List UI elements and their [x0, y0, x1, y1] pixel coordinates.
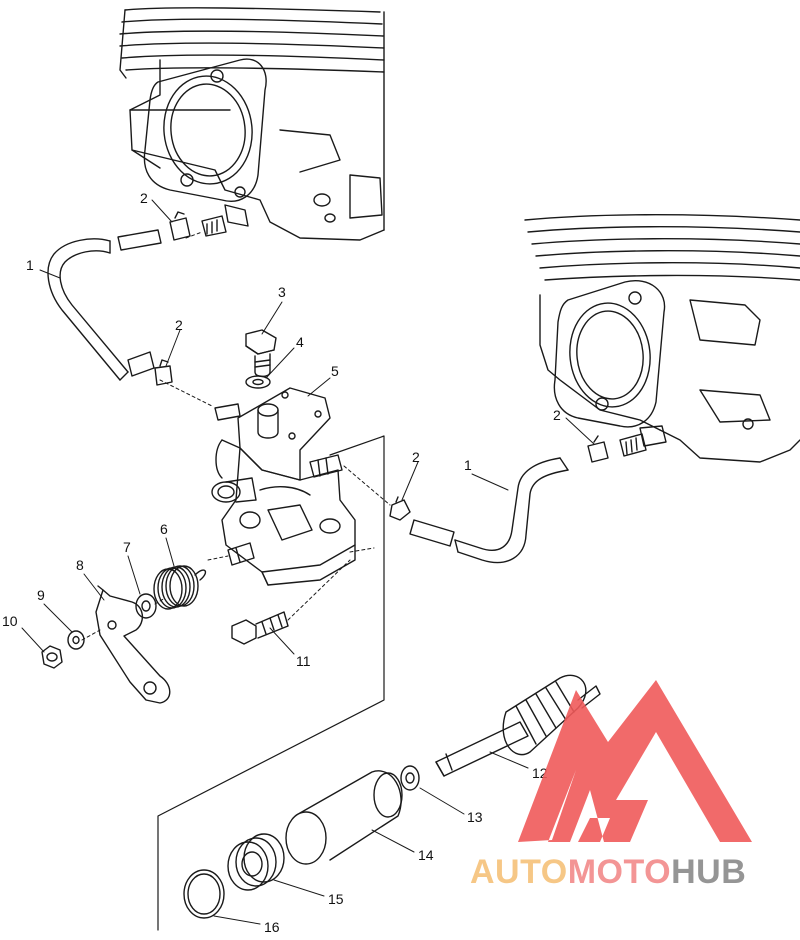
- banjo-bolt: [245, 329, 277, 378]
- watermark-logo-mark: [518, 680, 752, 842]
- lock-nut: [41, 645, 63, 669]
- watermark-logo: AUTOMOTOHUB: [470, 680, 752, 891]
- oil-hose-right: [409, 457, 569, 564]
- hose-clamps: [154, 211, 609, 521]
- o-ring: [183, 869, 225, 919]
- oil-pump-body: [211, 387, 356, 586]
- callout-16: 16: [264, 919, 280, 935]
- callout-15: 15: [328, 891, 344, 907]
- cylinder-right: [524, 214, 800, 463]
- assembly-bracket: [157, 435, 385, 931]
- callout-2-top: 2: [140, 190, 148, 206]
- assembly-dashes: [81, 231, 391, 641]
- callout-2-center: 2: [412, 449, 420, 465]
- callout-labels: 1 1 2 2 2 2 3 4 5 6 7 8 9 10 11 12 13 14…: [2, 190, 561, 935]
- washer-7: [135, 593, 157, 619]
- control-lever: [95, 585, 171, 704]
- callout-7: 7: [123, 539, 131, 555]
- callout-2-mid: 2: [175, 317, 183, 333]
- cylinder-upper-left: [119, 7, 385, 241]
- callout-4: 4: [296, 334, 304, 350]
- callout-13: 13: [467, 809, 483, 825]
- callout-8: 8: [76, 557, 84, 573]
- callout-14: 14: [418, 847, 434, 863]
- washer-9: [67, 630, 85, 650]
- callout-1-right: 1: [464, 457, 472, 473]
- callout-11: 11: [296, 653, 311, 669]
- callout-6: 6: [160, 521, 168, 537]
- callout-3: 3: [278, 284, 286, 300]
- callout-1-left: 1: [26, 257, 34, 273]
- callout-2-right: 2: [553, 407, 561, 423]
- watermark-text: AUTOMOTOHUB: [470, 853, 746, 891]
- oil-seal: [227, 833, 285, 891]
- return-spring: [153, 565, 207, 610]
- callout-10: 10: [2, 613, 18, 629]
- watermark-hub: HUB: [671, 853, 746, 891]
- watermark-moto: MOTO: [568, 853, 671, 891]
- leader-lines: [21, 199, 595, 925]
- callout-5: 5: [331, 363, 339, 379]
- bushing-sleeve: [285, 770, 403, 865]
- mounting-bolt: [231, 611, 289, 645]
- watermark-auto: AUTO: [470, 853, 568, 891]
- oil-hose-left: [47, 229, 162, 381]
- callout-9: 9: [37, 587, 45, 603]
- sealing-washer: [245, 375, 271, 389]
- thrust-washer: [400, 765, 420, 791]
